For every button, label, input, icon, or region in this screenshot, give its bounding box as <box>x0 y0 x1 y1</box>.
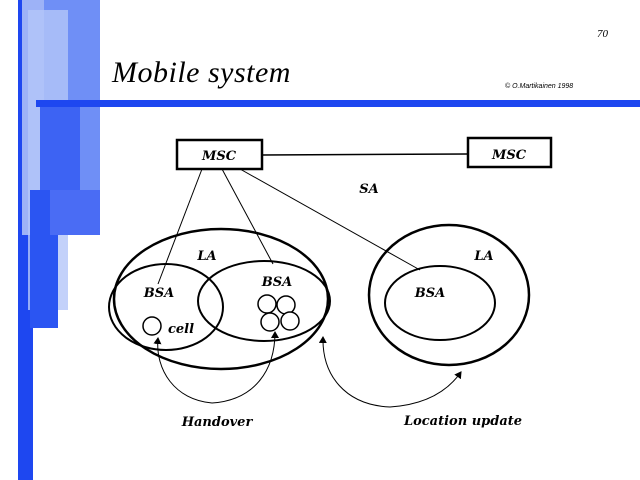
decor-block <box>0 0 22 480</box>
title-underline <box>36 100 640 107</box>
sa-label: SA <box>359 182 378 197</box>
slide-title: Mobile system <box>112 56 291 89</box>
cluster-cell <box>280 311 300 331</box>
cluster-cell <box>276 295 296 315</box>
handover-label: Handover <box>181 415 254 430</box>
la-left-ellipse <box>112 227 330 371</box>
la-left-label: LA <box>196 249 216 264</box>
handover-arrow-left <box>153 337 213 404</box>
bsa-left-ellipse <box>108 263 224 351</box>
cell-circle <box>142 316 162 336</box>
location-update-arrow-right <box>389 371 462 408</box>
la-right-label: LA <box>473 249 493 264</box>
handover-arrow-right <box>211 331 279 404</box>
bsa-left-label: BSA <box>143 286 174 301</box>
copyright-notice: © O.Martikainen 1998 <box>505 83 574 90</box>
location-update-label: Location update <box>403 414 522 429</box>
msc-to-bsa-middle-line <box>221 168 274 265</box>
bsa-middle-ellipse <box>197 260 331 342</box>
decor-block <box>40 105 80 190</box>
msc-to-bsa-left-line <box>157 168 203 285</box>
msc-link <box>261 153 469 156</box>
msc-right-label: MSC <box>491 148 527 163</box>
bsa-right-label: BSA <box>414 286 445 301</box>
cluster-cell <box>257 294 277 314</box>
msc-left-label: MSC <box>201 149 237 164</box>
decor-block <box>50 190 100 235</box>
la-right-ellipse <box>367 223 531 367</box>
msc-right-box <box>466 136 553 169</box>
bsa-middle-label: BSA <box>261 275 292 290</box>
page-number: 70 <box>597 28 608 40</box>
bsa-right-ellipse <box>384 265 496 341</box>
location-update-arrow-left <box>318 336 391 408</box>
cluster-cell <box>260 312 280 332</box>
cell-label: cell <box>168 322 194 337</box>
msc-to-bsa-right-line <box>239 168 421 271</box>
